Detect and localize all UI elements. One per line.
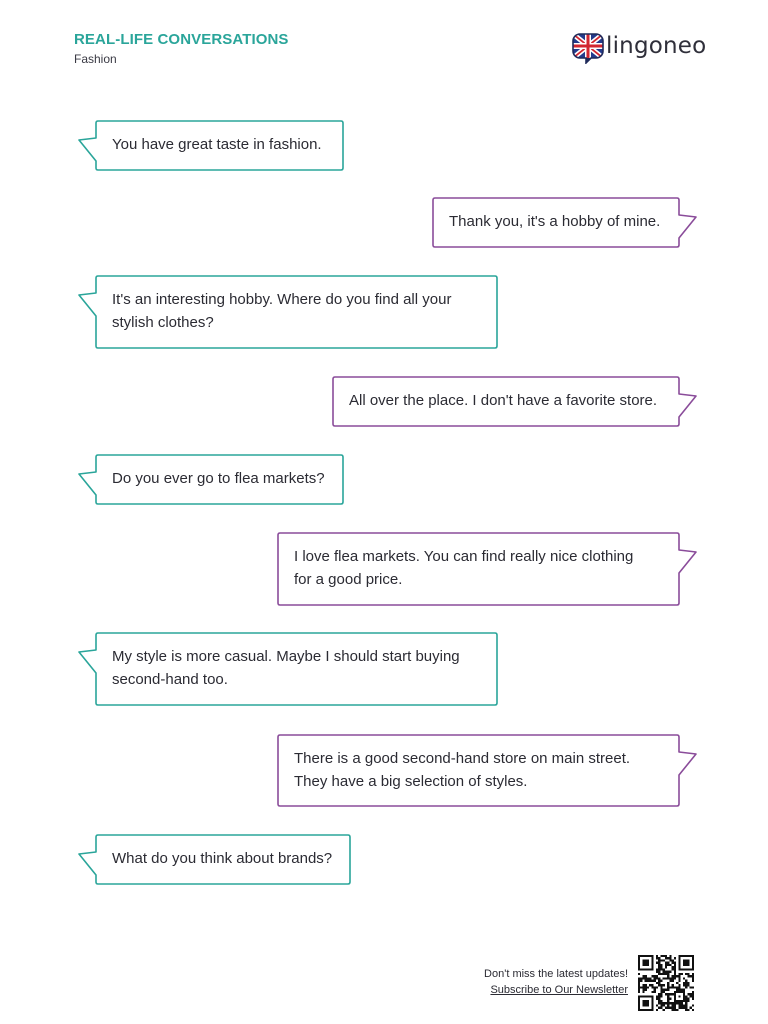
message-line: Thank you, it's a hobby of mine. xyxy=(449,213,661,230)
message-line: There is a good second-hand store on mai… xyxy=(294,750,631,767)
message-line: second-hand too. xyxy=(112,671,228,688)
bubble-outline xyxy=(432,197,697,248)
message-text: There is a good second-hand store on mai… xyxy=(294,747,630,793)
message-bubble-right: Thank you, it's a hobby of mine. xyxy=(432,197,697,248)
message-line: stylish clothes? xyxy=(112,314,214,331)
uk-flag-speech-bubble-icon xyxy=(572,33,604,64)
message-bubble-left: What do you think about brands? xyxy=(78,834,351,885)
bubble-outline xyxy=(277,532,697,606)
message-bubble-left: My style is more casual. Maybe I should … xyxy=(78,632,498,706)
message-line: for a good price. xyxy=(294,571,403,588)
message-text: I love flea markets. You can find really… xyxy=(294,545,633,591)
message-line: What do you think about brands? xyxy=(112,850,333,867)
qr-code-icon[interactable] xyxy=(638,955,694,1011)
message-bubble-right: There is a good second-hand store on mai… xyxy=(277,734,697,807)
message-text: You have great taste in fashion. xyxy=(112,133,322,156)
page-title: REAL-LIFE CONVERSATIONS xyxy=(74,31,289,48)
message-bubble-right: All over the place. I don't have a favor… xyxy=(332,376,697,427)
message-line: Do you ever go to flea markets? xyxy=(112,470,325,487)
message-text: Do you ever go to flea markets? xyxy=(112,467,325,490)
bubble-outline xyxy=(332,376,697,427)
message-line: You have great taste in fashion. xyxy=(112,136,322,153)
bubble-outline xyxy=(78,632,498,706)
message-bubble-left: It's an interesting hobby. Where do you … xyxy=(78,275,498,349)
bubble-outline xyxy=(78,454,344,505)
logo-wordmark: lingoneo xyxy=(606,33,707,59)
message-line: My style is more casual. Maybe I should … xyxy=(112,648,460,665)
message-text: Thank you, it's a hobby of mine. xyxy=(449,210,660,233)
page-subtitle: Fashion xyxy=(74,52,117,66)
bubble-outline xyxy=(78,834,351,885)
message-line: I love flea markets. You can find really… xyxy=(294,548,634,565)
message-bubble-left: You have great taste in fashion. xyxy=(78,120,344,171)
bubble-outline xyxy=(78,275,498,349)
message-bubble-right: I love flea markets. You can find really… xyxy=(277,532,697,606)
message-text: It's an interesting hobby. Where do you … xyxy=(112,288,451,334)
message-text: My style is more casual. Maybe I should … xyxy=(112,645,460,691)
message-line: It's an interesting hobby. Where do you … xyxy=(112,291,452,308)
newsletter-link[interactable]: Subscribe to Our Newsletter xyxy=(490,984,628,996)
bubble-outline xyxy=(277,734,697,807)
bubble-outline xyxy=(78,120,344,171)
message-text: All over the place. I don't have a favor… xyxy=(349,389,657,412)
message-bubble-left: Do you ever go to flea markets? xyxy=(78,454,344,505)
message-line: All over the place. I don't have a favor… xyxy=(349,392,658,409)
newsletter-note: Don't miss the latest updates! xyxy=(484,968,628,980)
message-line: They have a big selection of styles. xyxy=(294,773,528,790)
message-text: What do you think about brands? xyxy=(112,847,332,870)
